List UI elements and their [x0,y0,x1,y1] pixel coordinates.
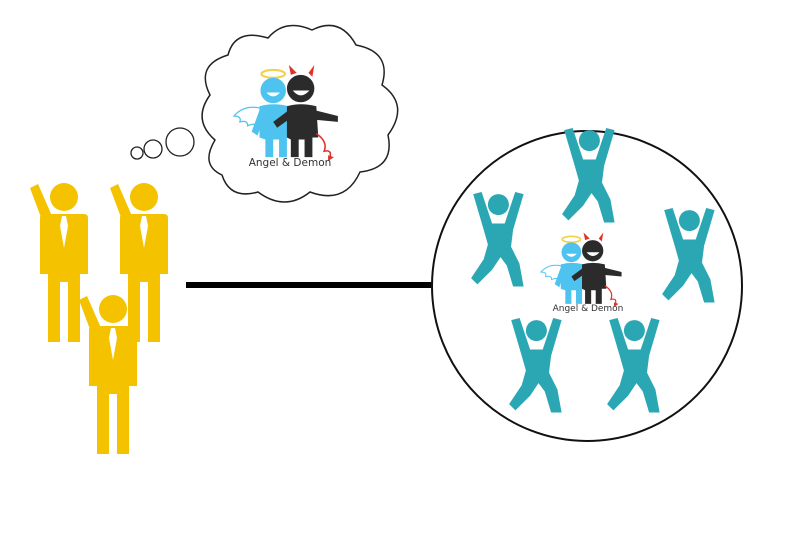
crowd-circle: Angel & Demon [431,128,743,442]
businessmen-group [30,183,168,454]
thought-dot-medium [143,139,163,159]
circle-logo-text: Angel & Demon [553,304,624,314]
thought-bubble: Angel & Demon [130,24,399,203]
businessman-waving-icon [30,183,88,342]
thought-dot-small [130,146,144,160]
thought-dot-large [165,127,195,157]
thought-logo-text: Angel & Demon [249,157,332,169]
